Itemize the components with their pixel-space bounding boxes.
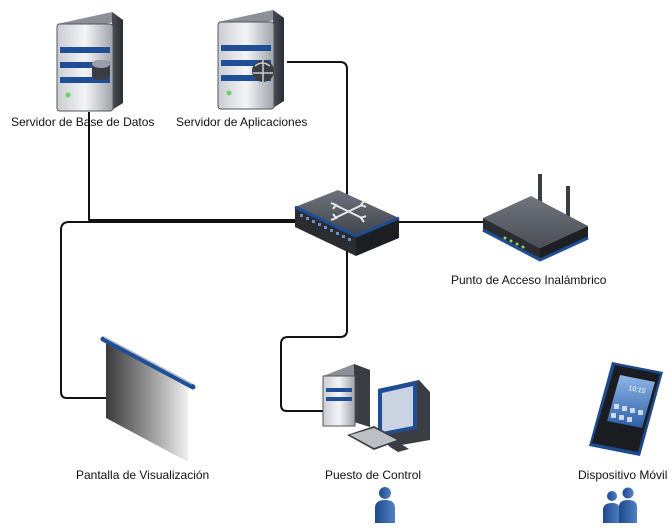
- user-group-icon: [603, 487, 637, 523]
- label-application-server: Servidor de Aplicaciones: [176, 115, 308, 129]
- wireless-router-icon: [482, 174, 589, 262]
- edge-switch-display: [60, 221, 300, 399]
- desktop-computer-icon: [322, 364, 430, 452]
- label-database-server: Servidor de Base de Datos: [11, 115, 155, 129]
- label-display-screen: Pantalla de Visualización: [76, 468, 210, 482]
- database-server-icon: [56, 12, 123, 112]
- application-server-icon: [217, 10, 284, 110]
- smartphone-icon: 10:15: [589, 362, 663, 456]
- edge-app-server-switch: [287, 61, 348, 200]
- projection-screen-icon: [100, 336, 196, 462]
- user-person-icon: [375, 487, 395, 523]
- edge-db-server-switch: [88, 112, 300, 221]
- label-wireless-access-point: Punto de Acceso Inalámbrico: [451, 273, 607, 287]
- label-control-station: Puesto de Control: [325, 468, 422, 482]
- phone-time: 10:15: [628, 385, 647, 395]
- connections: [60, 61, 483, 412]
- edge-switch-control-station: [280, 250, 348, 412]
- label-mobile-device: Dispositivo Móvil: [578, 468, 668, 482]
- network-switch-icon: [294, 190, 400, 256]
